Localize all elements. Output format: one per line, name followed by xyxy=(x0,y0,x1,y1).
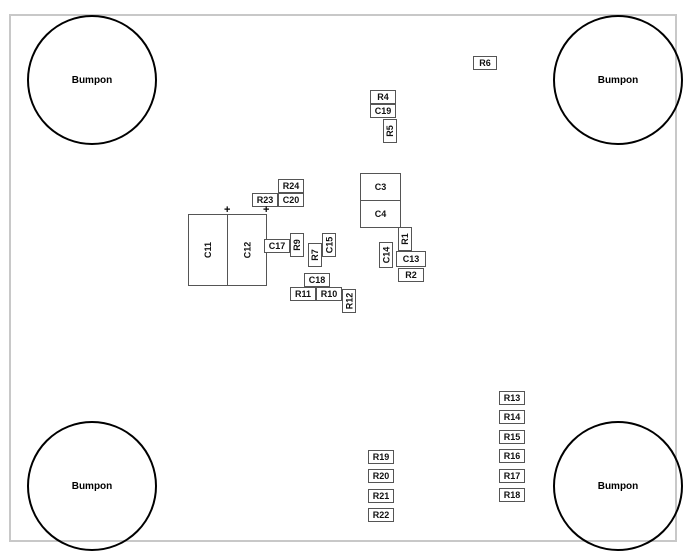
component-c20: C20 xyxy=(278,193,304,207)
component-c15: C15 xyxy=(322,233,336,257)
component-r1: R1 xyxy=(398,227,412,251)
component-r7: R7 xyxy=(308,243,322,267)
bumpon-top-left: Bumpon xyxy=(27,15,157,145)
component-c3: C3 xyxy=(360,173,401,201)
component-r20: R20 xyxy=(368,469,394,483)
component-r15: R15 xyxy=(499,430,525,444)
component-c18: C18 xyxy=(304,273,330,287)
component-r21: R21 xyxy=(368,489,394,503)
component-c4: C4 xyxy=(360,200,401,228)
component-r6: R6 xyxy=(473,56,497,70)
component-r16: R16 xyxy=(499,449,525,463)
polarity-mark-c12: + xyxy=(263,204,270,216)
bumpon-label: Bumpon xyxy=(597,480,639,492)
bumpon-label: Bumpon xyxy=(597,74,639,86)
component-c17: C17 xyxy=(264,239,290,253)
component-r23: R23 xyxy=(252,193,278,207)
bumpon-label: Bumpon xyxy=(71,480,113,492)
component-r11: R11 xyxy=(290,287,316,301)
bumpon-label: Bumpon xyxy=(71,74,113,86)
component-r4: R4 xyxy=(370,90,396,104)
polarity-mark-c11: + xyxy=(224,204,231,216)
component-c11: C11 xyxy=(188,214,228,286)
component-r12: R12 xyxy=(342,289,356,313)
component-r9: R9 xyxy=(290,233,304,257)
component-c14: C14 xyxy=(379,242,393,268)
bumpon-top-right: Bumpon xyxy=(553,15,683,145)
component-r24: R24 xyxy=(278,179,304,193)
component-c13: C13 xyxy=(396,251,426,267)
component-r18: R18 xyxy=(499,488,525,502)
component-r14: R14 xyxy=(499,410,525,424)
component-r2: R2 xyxy=(398,268,424,282)
component-c19: C19 xyxy=(370,104,396,118)
component-r17: R17 xyxy=(499,469,525,483)
component-r10: R10 xyxy=(316,287,342,301)
component-r19: R19 xyxy=(368,450,394,464)
bumpon-bottom-right: Bumpon xyxy=(553,421,683,551)
board-outline xyxy=(9,14,677,542)
component-c12: C12 xyxy=(227,214,267,286)
bumpon-bottom-left: Bumpon xyxy=(27,421,157,551)
component-r13: R13 xyxy=(499,391,525,405)
component-r5: R5 xyxy=(383,119,397,143)
component-r22: R22 xyxy=(368,508,394,522)
